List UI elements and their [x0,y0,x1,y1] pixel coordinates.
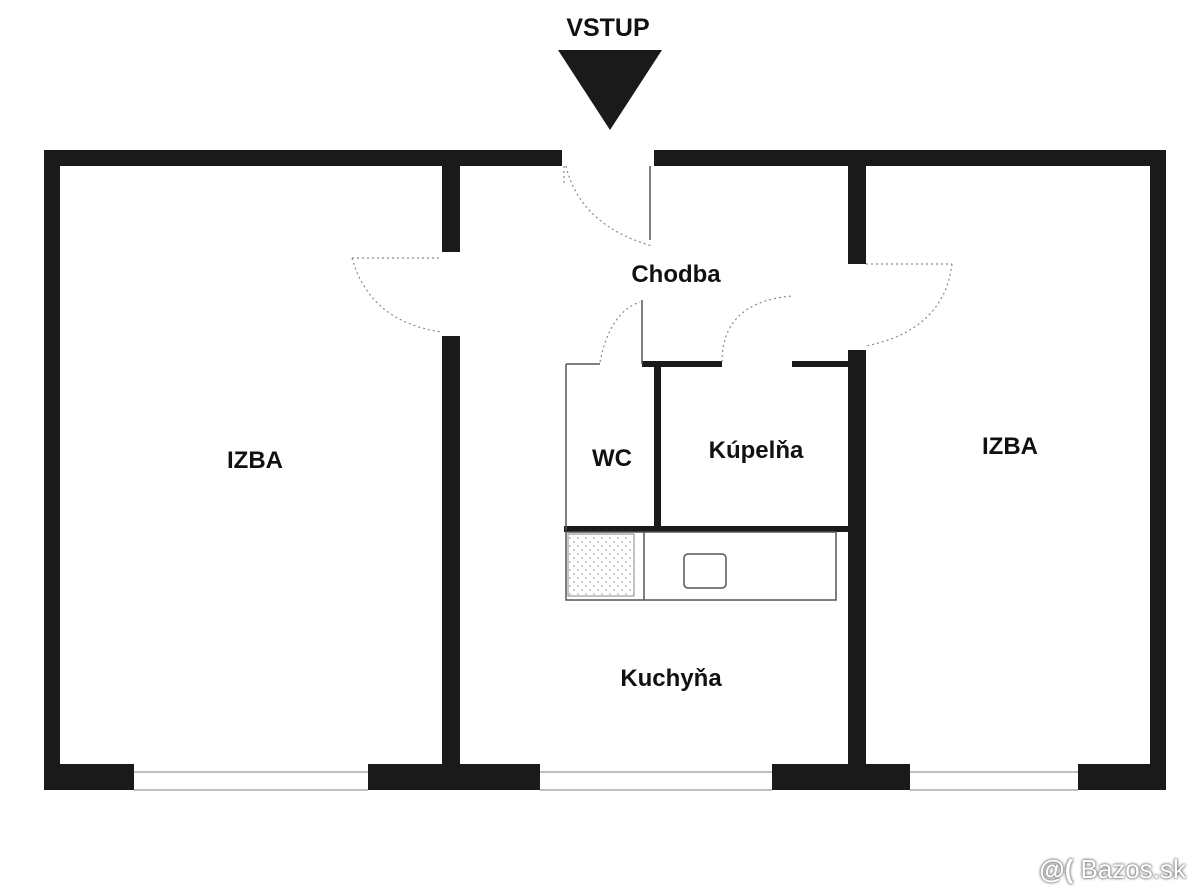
room-label-kuchyna: Kuchyňa [620,665,722,692]
windows [134,771,1078,791]
inner-thin-lines [565,166,837,601]
bottom-wall-seg-4 [1078,764,1166,790]
bathroom-top-wall-b [792,361,850,367]
kitchen-counter-sink [567,533,635,597]
bathroom-bottom-wall [564,526,850,532]
entry-arrow-icon [558,50,662,130]
room-label-wc: WC [592,445,632,472]
door-entry-arc [565,165,653,247]
interior-walls [442,160,866,776]
door-wc-arc [599,301,641,363]
room-label-right-izba: IZBA [982,433,1038,460]
entry-marker: VSTUP [558,14,662,130]
bottom-wall-seg-1 [44,764,134,790]
room-label-left-izba: IZBA [227,447,283,474]
right-partition-lower [848,350,866,776]
watermark: @( Bazos.sk [1039,854,1186,885]
door-bath-arc [721,295,793,363]
left-wall [44,150,60,790]
entry-label: VSTUP [566,14,649,42]
bottom-wall-seg-3 [772,764,910,790]
wc-bathroom-wall [654,364,661,530]
left-partition-upper [442,160,460,252]
room-label-chodba: Chodba [631,261,721,288]
room-labels: IZBA IZBA Chodba WC Kúpelňa Kuchyňa [227,261,1038,692]
door-right-arc [865,263,953,347]
watermark-text: Bazos.sk [1080,854,1187,884]
right-wall [1150,150,1166,790]
kitchen-counter [565,531,837,601]
room-label-kupelna: Kúpelňa [709,437,804,464]
bathroom-top-wall-a [642,361,722,367]
right-partition-upper [848,160,866,264]
door-left-arc [351,257,443,333]
top-wall-right [654,150,1166,166]
outer-walls [44,150,1166,790]
left-partition-lower [442,336,460,776]
kitchen-stove [683,553,727,589]
top-wall-left [44,150,562,166]
bazos-logo-icon: @( [1039,854,1074,884]
door-swings [351,165,953,363]
